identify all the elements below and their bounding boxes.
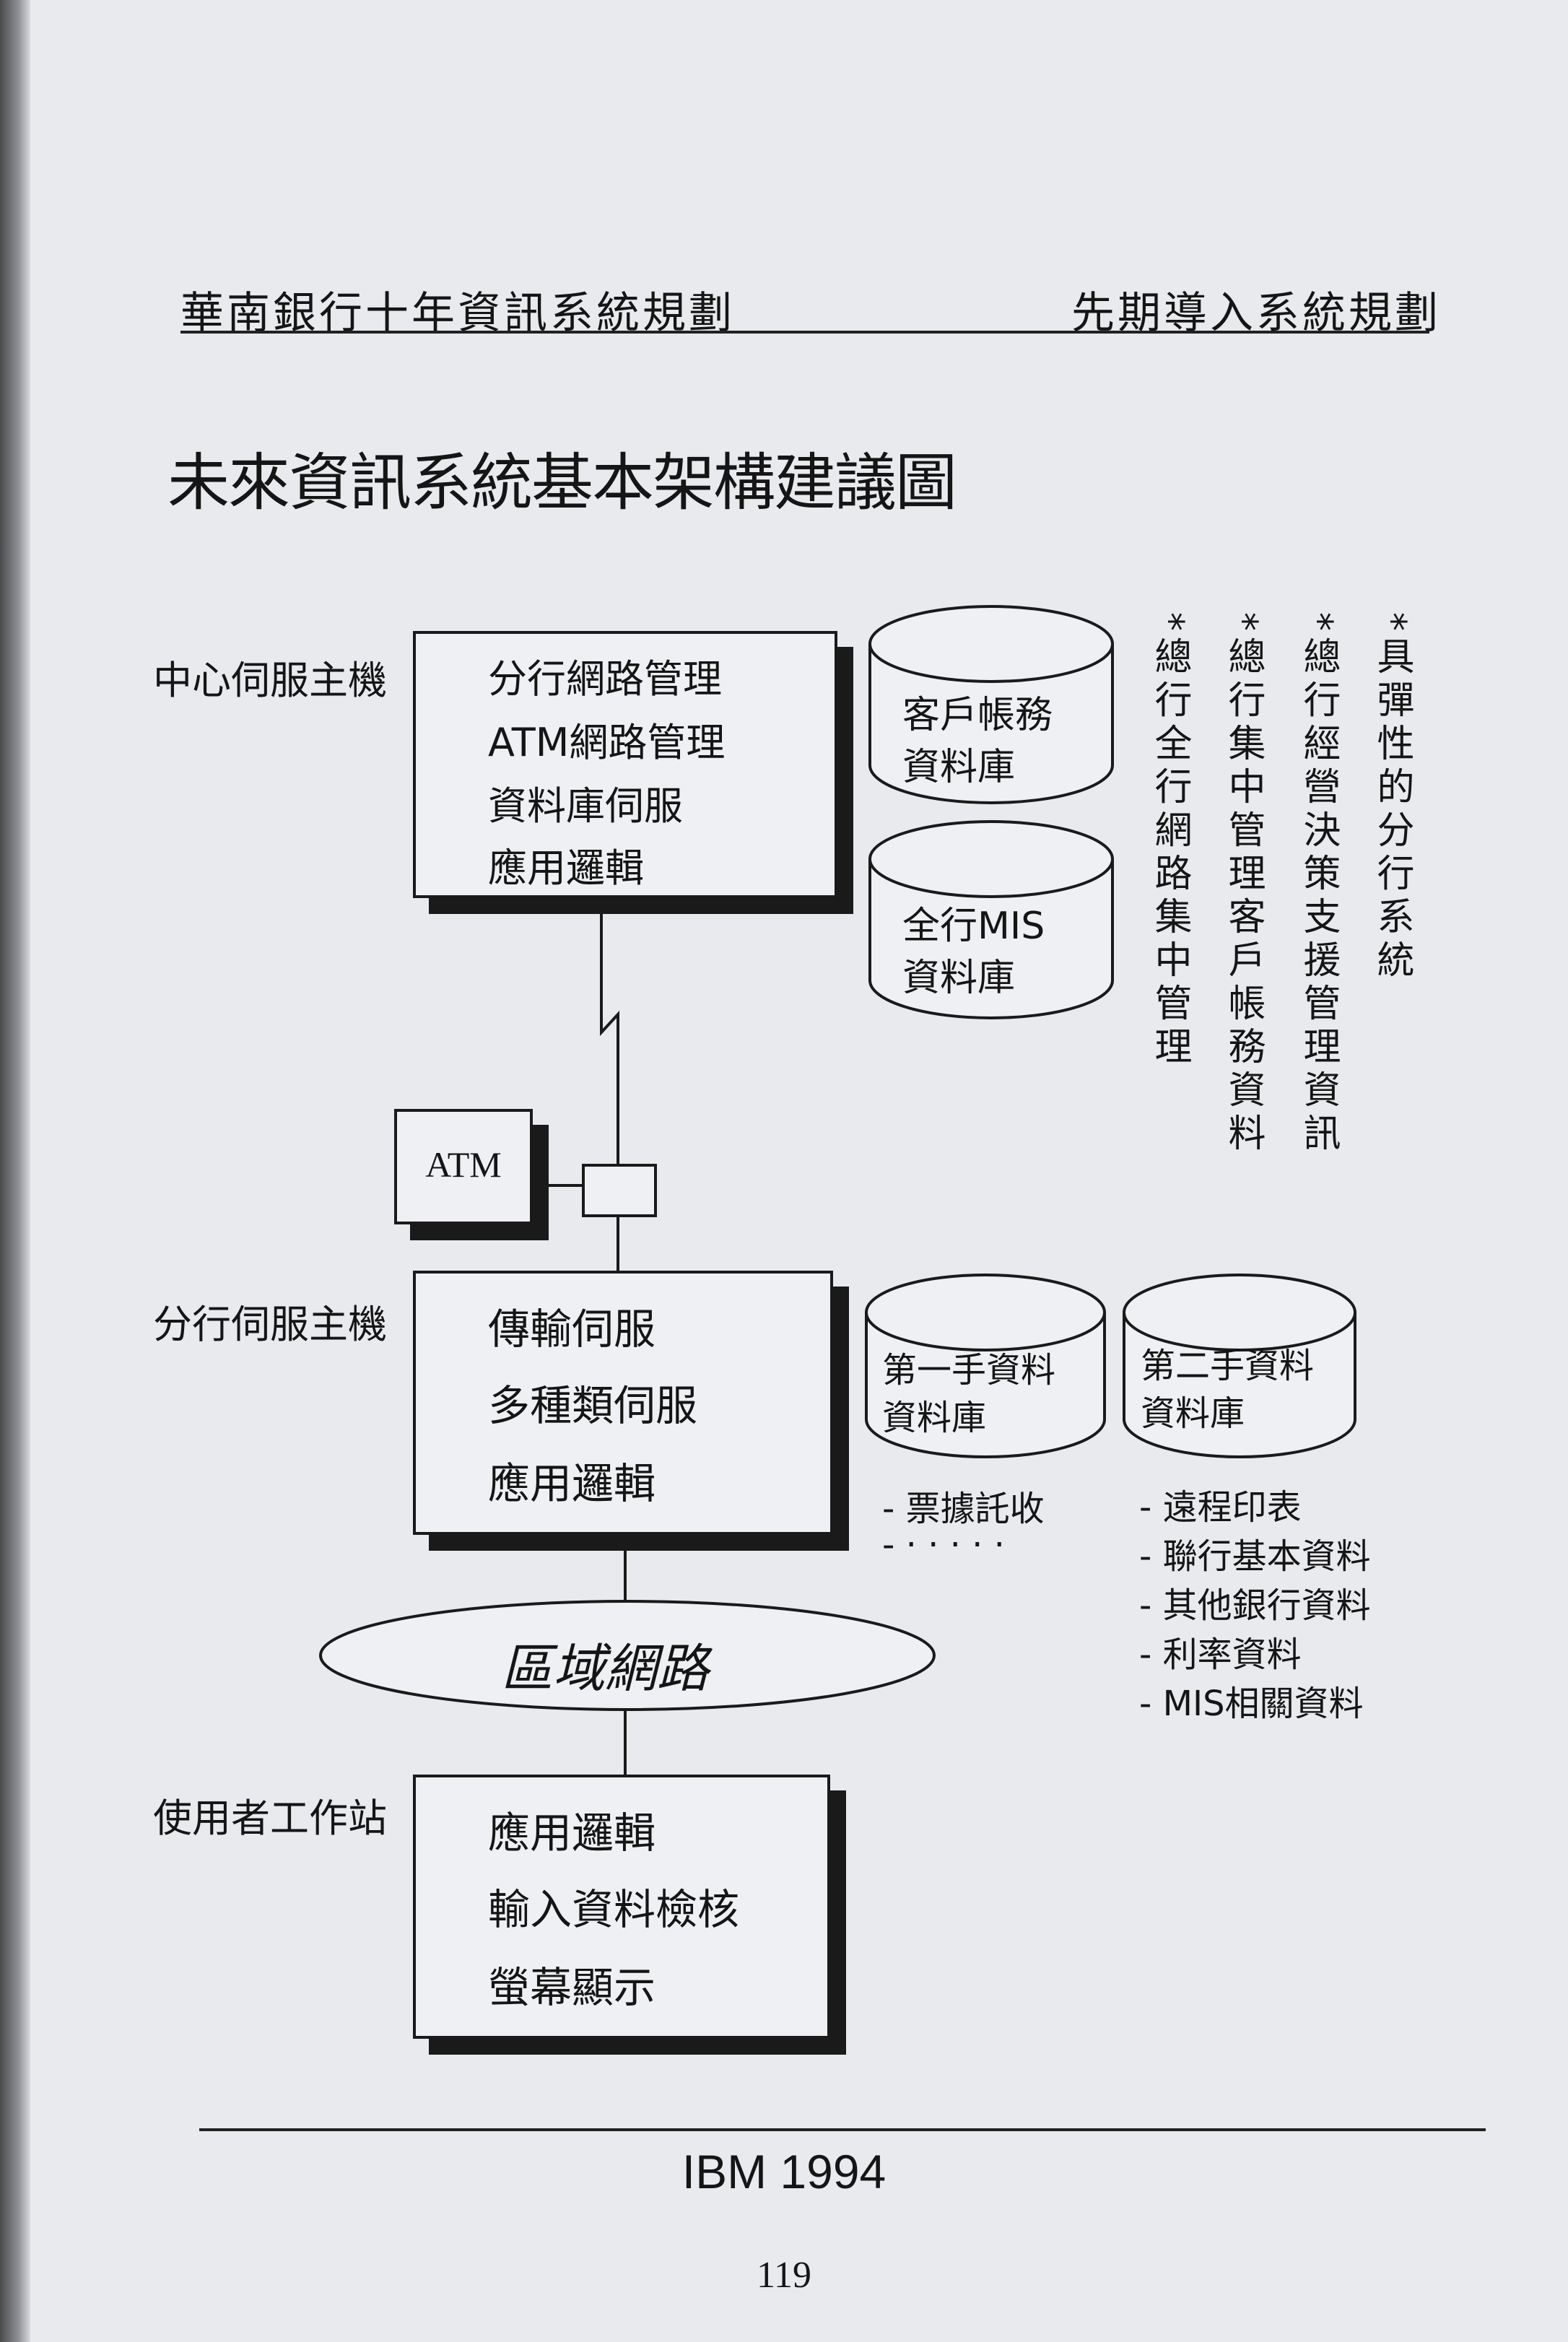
secondary-data-item: - 聯行基本資料 [1139, 1536, 1371, 1577]
center-host-box: 分行網路管理 ATM網路管理 資料庫伺服 應用邏輯 [413, 631, 837, 898]
secondary-data-db-label: 第二手資料 [1141, 1346, 1315, 1386]
note-centralized-accounts: *總行集中管理客戶帳務資料 [1221, 612, 1265, 1157]
primary-data-db-label: 第一手資料 [882, 1350, 1056, 1390]
note-flexible-branch-system: *具彈性的分行系統 [1370, 612, 1414, 983]
workstation-box: 應用邏輯 輸入資料檢核 螢幕顯示 [413, 1775, 830, 2039]
workstation-line: 應用邏輯 [488, 1808, 656, 1858]
customer-account-db-label: 客戶帳務 [902, 694, 1053, 737]
primary-data-item: - 票據託收 [882, 1489, 1045, 1529]
wan-link-line [600, 901, 619, 1220]
primary-data-db-cylinder [865, 1274, 1106, 1458]
primary-data-item: - · · · · · [882, 1525, 1005, 1565]
secondary-data-item: - 利率資料 [1139, 1634, 1302, 1675]
secondary-data-db-label: 資料庫 [1141, 1393, 1245, 1434]
header-right: 先期導入系統規劃 [1071, 288, 1441, 339]
header-rule [180, 331, 1429, 334]
customer-account-db-label: 資料庫 [902, 746, 1016, 789]
note-centralized-network: *總行全行網路集中管理 [1148, 612, 1191, 1070]
branch-host-line: 應用邏輯 [488, 1459, 656, 1508]
branch-host-line: 傳輸伺服 [488, 1305, 656, 1354]
footer-rule [199, 2128, 1486, 2131]
center-host-line: 資料庫伺服 [488, 783, 683, 829]
lan-label: 區域網路 [501, 1638, 710, 1699]
branch-host-box: 傳輸伺服 多種類伺服 應用邏輯 [413, 1271, 833, 1535]
workstation-line: 螢幕顯示 [488, 1963, 656, 2012]
footer-text: IBM 1994 [681, 2145, 887, 2198]
branch-host-label: 分行伺服主機 [153, 1302, 387, 1347]
center-host-line: 應用邏輯 [488, 845, 644, 891]
note-decision-support: *總行經營決策支援管理資訊 [1297, 612, 1340, 1157]
secondary-data-db-cylinder [1123, 1274, 1356, 1458]
atm-box: ATM [394, 1109, 533, 1224]
secondary-data-item: - 遠程印表 [1139, 1487, 1302, 1528]
branch-host-line: 多種類伺服 [488, 1381, 698, 1430]
mis-db-cylinder [868, 820, 1114, 1019]
center-host-label: 中心伺服主機 [153, 658, 387, 703]
page-binding-edge [0, 0, 30, 2342]
workstation-line: 輸入資料檢核 [488, 1885, 740, 1934]
secondary-data-item: - 其他銀行資料 [1139, 1585, 1371, 1626]
customer-account-db-cylinder [868, 605, 1114, 804]
lan-ellipse [319, 1600, 936, 1711]
primary-data-db-label: 資料庫 [882, 1398, 987, 1438]
network-junction-box [582, 1164, 657, 1217]
atm-label: ATM [425, 1144, 502, 1185]
header-left: 華南銀行十年資訊系統規劃 [180, 288, 735, 339]
center-host-line: 分行網路管理 [488, 656, 722, 702]
diagram-title: 未來資訊系統基本架構建議圖 [167, 447, 957, 519]
center-host-line: ATM網路管理 [488, 720, 726, 765]
secondary-data-item: - MIS相關資料 [1139, 1684, 1364, 1724]
page-number: 119 [756, 2255, 812, 2296]
workstation-label: 使用者工作站 [153, 1795, 387, 1841]
mis-db-label: 全行MIS [902, 905, 1045, 948]
mis-db-label: 資料庫 [902, 957, 1016, 1000]
